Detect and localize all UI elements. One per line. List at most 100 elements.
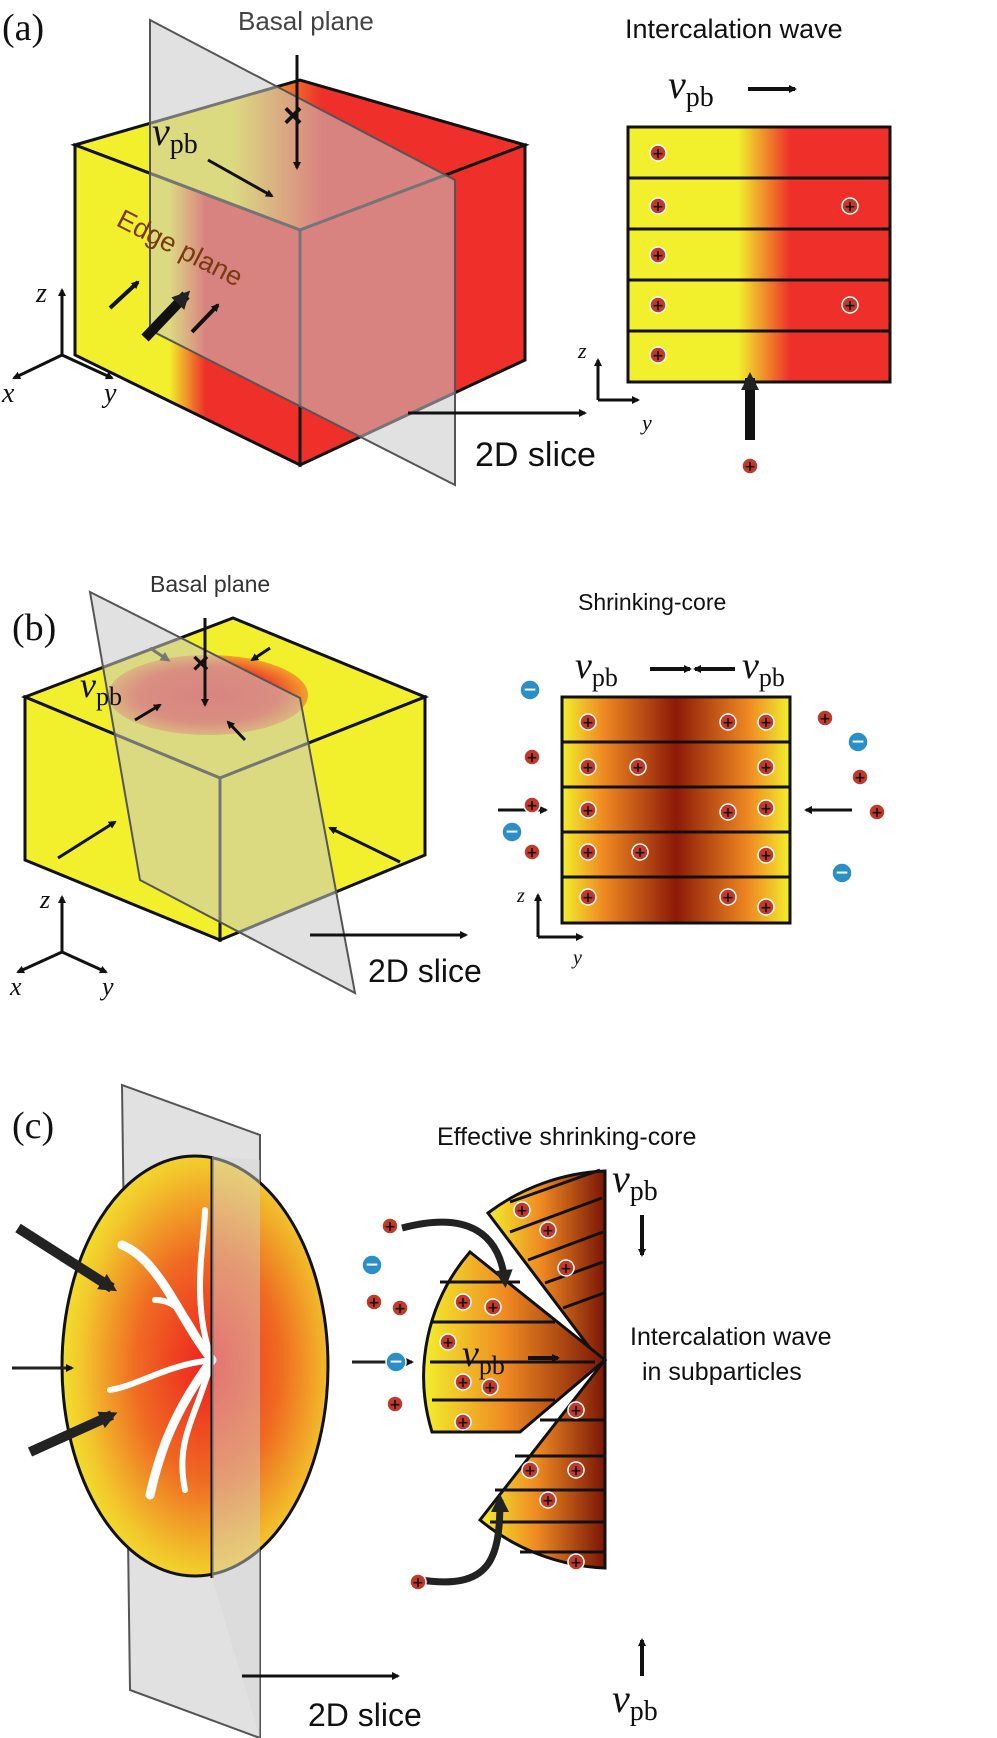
cation: +: [629, 758, 647, 776]
axis-x-label-a: x: [1, 378, 15, 409]
velocity-label-c-mid: vpb: [462, 1333, 505, 1380]
basal-plane-sheet-b: [88, 590, 357, 995]
svg-text:+: +: [582, 760, 594, 776]
cation: +: [454, 1293, 472, 1311]
cation: +: [719, 888, 737, 906]
panel-b-label: (b): [12, 607, 56, 649]
panel-a: (a) Basal plane × vpb Edge plane z x y: [1, 6, 892, 487]
cation: +: [649, 144, 667, 162]
svg-text:+: +: [457, 1295, 469, 1311]
slice-sheet-c-front: [212, 1156, 260, 1738]
svg-text:+: +: [722, 805, 734, 821]
cation: +: [841, 197, 859, 215]
cation: +: [513, 1201, 531, 1219]
axis-z-label-a: z: [35, 278, 47, 309]
cation: +: [539, 1221, 557, 1239]
anion: −: [385, 1351, 407, 1373]
sphere-arrow-upper: [15, 1223, 118, 1293]
edge-arrow-large: [141, 290, 191, 342]
edge-arrow-small-right: [190, 303, 220, 334]
basal-plane-sheet-a: [149, 18, 456, 487]
svg-text:+: +: [652, 199, 664, 215]
curved-arrow-top: [401, 1218, 513, 1288]
axes-a: z x y: [1, 278, 117, 409]
cation: +: [381, 1217, 399, 1235]
svg-text:+: +: [652, 248, 664, 264]
axis-y-label-b-right: y: [571, 947, 582, 969]
svg-text:+: +: [484, 1380, 496, 1396]
svg-text:+: +: [582, 845, 594, 861]
svg-text:+: +: [760, 900, 772, 916]
svg-text:+: +: [760, 760, 772, 776]
axes-b: z x y: [9, 885, 114, 1001]
svg-text:+: +: [760, 715, 772, 731]
svg-text:+: +: [412, 1575, 424, 1591]
svg-text:+: +: [652, 348, 664, 364]
cation: +: [757, 799, 775, 817]
slice-label-c: 2D slice: [308, 1697, 422, 1733]
cation: +: [523, 748, 541, 766]
cation: +: [386, 1395, 404, 1413]
anion: −: [831, 862, 853, 884]
svg-text:+: +: [570, 1403, 582, 1419]
axis-y-label-b: y: [99, 972, 114, 1001]
cation: +: [579, 713, 597, 731]
panel-c: (c) 2D slice Effective shrinking-core: [12, 1083, 832, 1738]
cation: +: [439, 1333, 457, 1351]
velocity-arrow-a: [207, 158, 274, 198]
cation: +: [579, 843, 597, 861]
svg-text:+: +: [389, 1397, 401, 1413]
cation: +: [579, 758, 597, 776]
blocked-cross-b: ×: [192, 647, 210, 680]
cation: +: [557, 1259, 575, 1277]
velocity-label-b: vpb: [80, 665, 122, 711]
svg-text:+: +: [516, 1203, 528, 1219]
cation: +: [567, 1401, 585, 1419]
axis-x-label-b: x: [9, 972, 22, 1001]
cation: +: [579, 888, 597, 906]
panel-a-label: (a): [2, 7, 44, 49]
cation: +: [631, 843, 649, 861]
slice-label-a: 2D slice: [475, 436, 596, 474]
svg-text:+: +: [844, 298, 856, 314]
axes-a-right: z y: [577, 338, 652, 435]
cation: +: [649, 346, 667, 364]
cation: +: [719, 713, 737, 731]
svg-text:+: +: [526, 798, 538, 814]
velocity-label-b-left: vpb: [575, 645, 618, 692]
svg-text:−: −: [851, 732, 865, 752]
svg-text:+: +: [760, 801, 772, 817]
panel-a-basal-plane-label: Basal plane: [238, 6, 374, 36]
cation: +: [567, 1461, 585, 1479]
svg-text:+: +: [871, 805, 883, 821]
cation: +: [868, 803, 886, 821]
shrinking-core-title: Shrinking-core: [578, 589, 726, 615]
cation: +: [649, 246, 667, 264]
sphere-arrow-lower: [27, 1410, 118, 1457]
panel-c-label: (c): [12, 1105, 54, 1147]
velocity-label-a-right: vpb: [668, 62, 714, 113]
svg-text:+: +: [582, 890, 594, 906]
svg-text:+: +: [457, 1375, 469, 1391]
svg-text:+: +: [570, 1463, 582, 1479]
cation: +: [741, 457, 759, 475]
svg-text:+: +: [744, 459, 756, 475]
svg-text:+: +: [819, 711, 831, 727]
panel-b: (b) Basal plane × vpb z x y 2D slice: [9, 571, 852, 1001]
svg-text:+: +: [560, 1261, 572, 1277]
cation: +: [409, 1573, 427, 1591]
svg-text:+: +: [526, 845, 538, 861]
svg-text:−: −: [505, 822, 519, 842]
cation: +: [579, 801, 597, 819]
anion: −: [501, 821, 523, 843]
cation: +: [454, 1373, 472, 1391]
svg-text:−: −: [835, 863, 849, 883]
subparticle-top: [485, 1168, 607, 1373]
face-arrow-front: [57, 820, 117, 860]
svg-text:−: −: [523, 680, 537, 700]
cation: +: [484, 1298, 502, 1316]
shrinking-core-slab: [560, 695, 792, 925]
anion: −: [519, 679, 541, 701]
intercalation-wave-title: Intercalation wave: [625, 14, 843, 44]
